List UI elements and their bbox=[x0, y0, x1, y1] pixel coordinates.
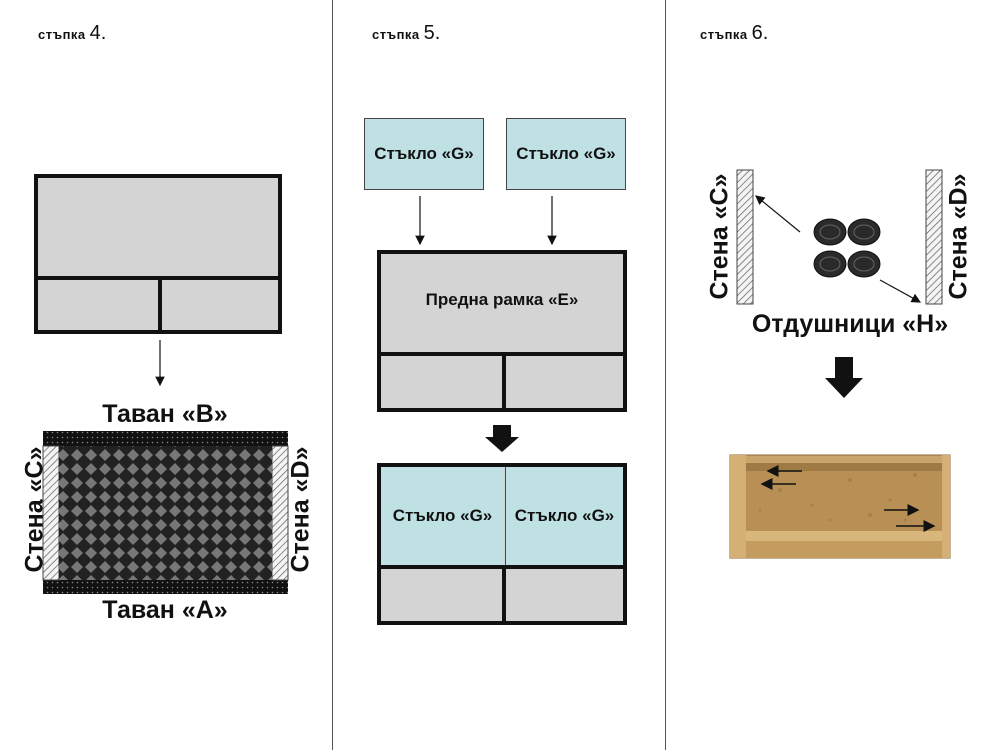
wall-d-board bbox=[925, 169, 943, 305]
step-word: стъпка bbox=[372, 27, 420, 42]
frame-divider-vertical bbox=[158, 278, 162, 334]
vent-2 bbox=[847, 218, 881, 246]
wooden-box-image bbox=[729, 454, 951, 559]
vents-label: Отдушници «H» bbox=[751, 310, 949, 338]
floor-pattern bbox=[59, 446, 272, 580]
bold-arrow-down-6 bbox=[825, 357, 863, 398]
assembled-glass-right: Стъкло «G» bbox=[505, 467, 623, 565]
wall-d-label-6: Стена «D» bbox=[944, 173, 973, 300]
arrow-to-wall-c bbox=[755, 195, 801, 233]
assembled-divider-vertical bbox=[502, 567, 506, 625]
vent-1 bbox=[813, 218, 847, 246]
ceiling-b-strip bbox=[43, 431, 288, 446]
glass-label: Стъкло «G» bbox=[374, 144, 474, 163]
wall-c-board bbox=[736, 169, 754, 305]
glass-label: Стъкло «G» bbox=[392, 506, 493, 525]
wall-c-label-6: Стена «C» bbox=[705, 173, 734, 300]
vent-grilles bbox=[813, 218, 881, 278]
column-divider-right bbox=[665, 0, 666, 750]
assembled-glass-left: Стъкло «G» bbox=[381, 467, 504, 565]
vent-4 bbox=[847, 250, 881, 278]
frame-e-divider-vertical bbox=[502, 354, 506, 412]
front-frame-e bbox=[377, 250, 627, 412]
step-number: 6. bbox=[751, 22, 769, 44]
ceiling-b-label: Таван «B» bbox=[102, 400, 228, 428]
step-number: 4. bbox=[89, 22, 107, 44]
bold-arrow-down-5 bbox=[485, 425, 519, 452]
front-frame-label: Предна рамка «E» bbox=[425, 290, 579, 309]
column-divider-left bbox=[332, 0, 333, 750]
glass-label: Стъкло «G» bbox=[514, 506, 615, 525]
step-word: стъпка bbox=[700, 27, 748, 42]
ceiling-a-strip bbox=[43, 580, 288, 594]
vent-3 bbox=[813, 250, 847, 278]
ceiling-a-label: Таван «A» bbox=[102, 596, 228, 624]
glass-panel-left-top: Стъкло «G» bbox=[364, 118, 484, 190]
step-number: 5. bbox=[423, 22, 441, 44]
arrow-to-wall-d bbox=[879, 279, 922, 303]
glass-label: Стъкло «G» bbox=[516, 144, 616, 163]
step-word: стъпка bbox=[38, 27, 86, 42]
glass-panel-right-top: Стъкло «G» bbox=[506, 118, 626, 190]
